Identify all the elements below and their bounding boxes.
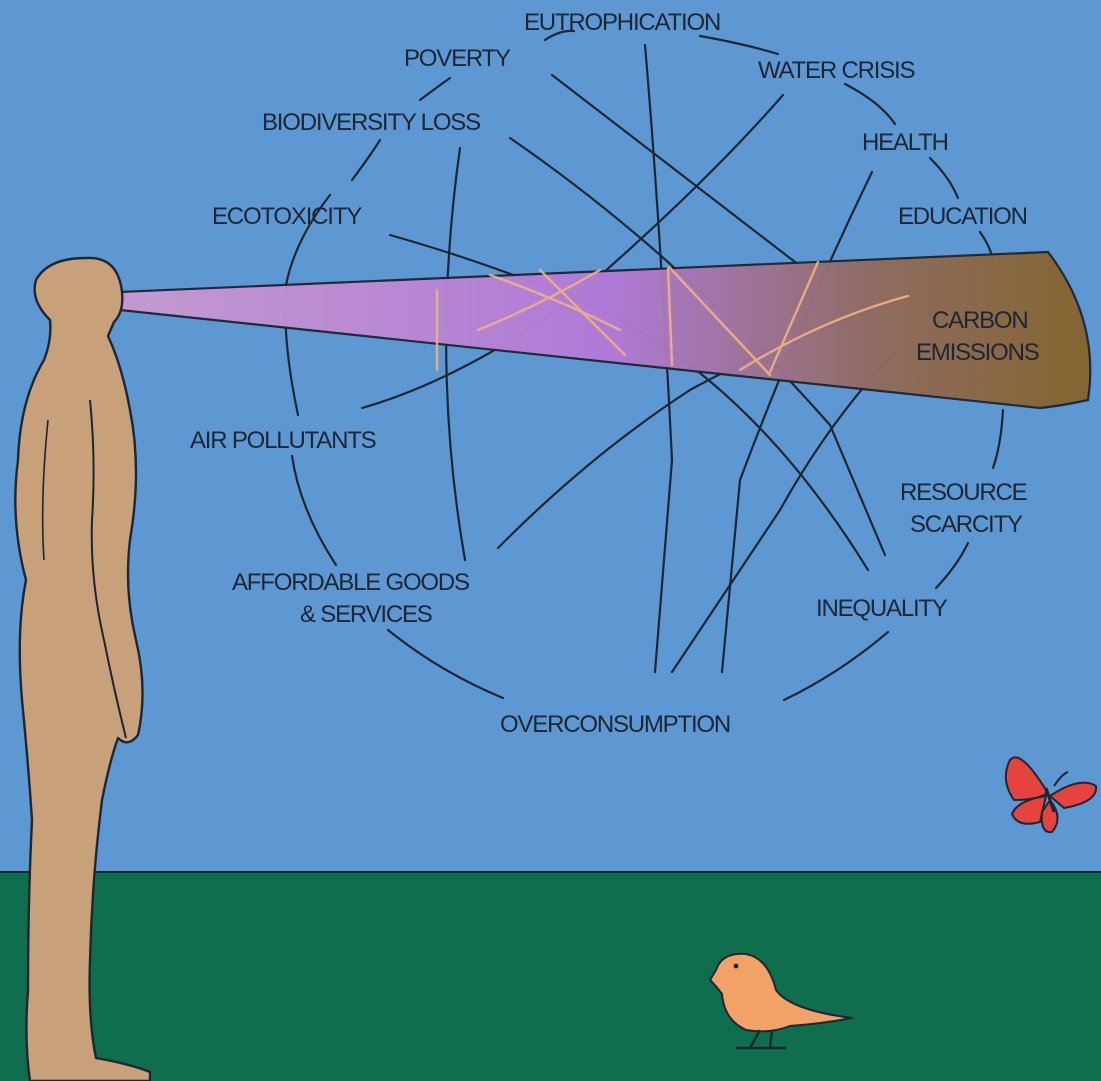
ground <box>0 872 1101 1081</box>
label-poverty: POVERTY <box>404 45 511 72</box>
label-affordable-goods-line2: & SERVICES <box>300 601 432 628</box>
label-resource-scarcity-line2: SCARCITY <box>910 511 1023 538</box>
label-air-pollutants: AIR POLLUTANTS <box>190 427 376 454</box>
label-affordable-goods-line1: AFFORDABLE GOODS <box>232 569 469 596</box>
label-ecotoxicity: ECOTOXICITY <box>212 203 362 230</box>
label-water-crisis: WATER CRISIS <box>758 57 914 84</box>
label-overconsumption: OVERCONSUMPTION <box>500 711 730 738</box>
label-carbon-emissions-line1: CARBON <box>932 307 1027 334</box>
label-biodiversity-loss: BIODIVERSITY LOSS <box>262 109 480 136</box>
label-resource-scarcity-line1: RESOURCE <box>900 479 1027 506</box>
label-inequality: INEQUALITY <box>816 595 948 622</box>
label-health: HEALTH <box>862 129 948 156</box>
label-education: EDUCATION <box>898 203 1027 230</box>
label-eutrophication: EUTROPHICATION <box>524 9 720 36</box>
label-carbon-emissions-line2: EMISSIONS <box>916 339 1039 366</box>
